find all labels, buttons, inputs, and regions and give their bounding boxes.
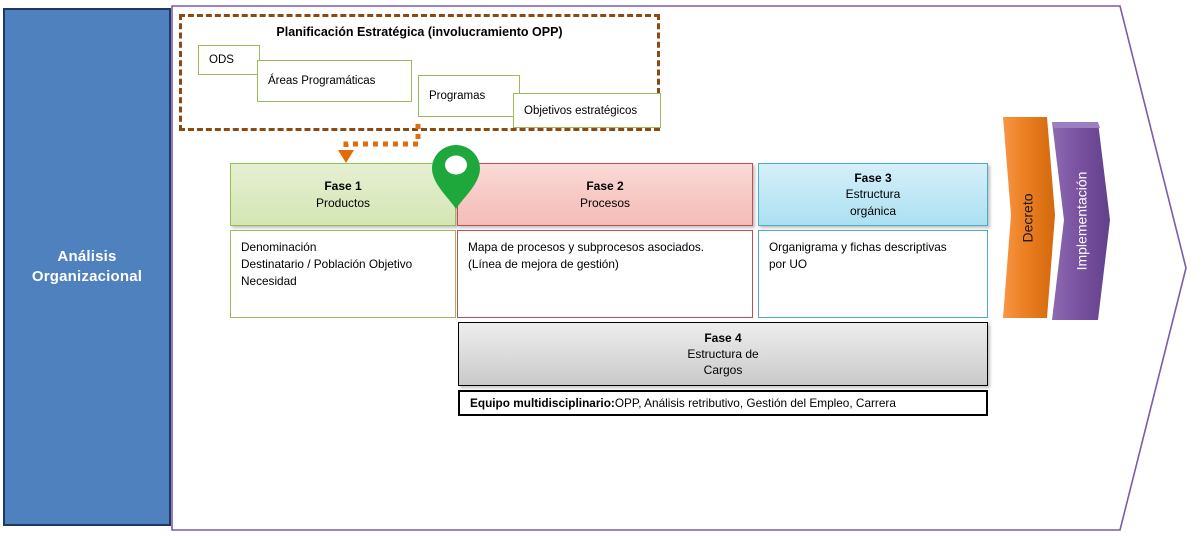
fase-2-detail-line-2: (Línea de mejora de gestión) — [468, 257, 619, 272]
chip-ods-label: ODS — [209, 54, 234, 66]
decreto-label: Decreto — [1020, 192, 1036, 243]
planificacion-estrategica-group: Planificación Estratégica (involucramien… — [179, 14, 661, 131]
chip-areas-programaticas[interactable]: Áreas Programáticas — [257, 60, 412, 102]
implementacion-chevron[interactable] — [1048, 120, 1114, 322]
analisis-organizacional-label: Análisis Organizacional — [32, 247, 142, 288]
fase-2-header[interactable]: Fase 2 Procesos — [457, 163, 753, 226]
fase-1-detail-line-2: Destinatario / Población Objetivo — [241, 257, 413, 272]
fase-4-header[interactable]: Fase 4 Estructura de Cargos — [458, 322, 988, 386]
fase-3-subtitle-line-2: orgánica — [849, 203, 897, 218]
fase-1-title: Fase 1 — [324, 179, 362, 194]
fase-4-subtitle-line-1: Estructura de — [687, 346, 759, 361]
fase-1-detail-line-1: Denominación — [241, 240, 317, 254]
chip-areas-programaticas-label: Áreas Programáticas — [268, 75, 376, 87]
fase-2-subtitle: Procesos — [579, 195, 631, 210]
chip-objetivos-estrategicos-label: Objetivos estratégicos — [524, 104, 638, 117]
implementacion-label-wrap: Implementación — [1048, 120, 1114, 322]
fase-3-title: Fase 3 — [854, 171, 892, 186]
analisis-organizacional-panel: Análisis Organizacional — [3, 8, 171, 526]
fase-3-subtitle-line-1: Estructura — [845, 187, 901, 202]
chip-programas[interactable]: Programas — [418, 75, 520, 117]
fase-3-detail: Organigrama y fichas descriptivas por UO — [758, 230, 988, 318]
equipo-multidisciplinario-bar: Equipo multidisciplinario: OPP, Análisis… — [458, 390, 988, 416]
fase-1-header[interactable]: Fase 1 Productos — [230, 163, 456, 226]
fase-2-title: Fase 2 — [586, 179, 624, 194]
map-pin-icon — [430, 143, 482, 211]
dotted-arrow-down-icon — [330, 120, 440, 165]
fase-2-detail-line-1: Mapa de procesos y subprocesos asociados… — [468, 240, 705, 254]
fase-1-detail: Denominación Destinatario / Población Ob… — [230, 230, 456, 318]
outer-process-chevron — [170, 4, 1200, 532]
chip-ods[interactable]: ODS — [198, 45, 260, 75]
decreto-chevron[interactable] — [997, 115, 1059, 320]
panel-line-1: Análisis — [57, 247, 117, 265]
fase-2-detail: Mapa de procesos y subprocesos asociados… — [457, 230, 753, 318]
fase-3-detail-line-1: Organigrama y fichas descriptivas — [769, 240, 947, 254]
planificacion-estrategica-title: Planificación Estratégica (involucramien… — [276, 25, 563, 39]
chip-programas-label: Programas — [429, 90, 486, 102]
fase-3-detail-line-2: por UO — [769, 257, 808, 272]
fase-3-header[interactable]: Fase 3 Estructura orgánica — [758, 163, 988, 226]
panel-line-2: Organizacional — [31, 268, 143, 285]
fase-1-detail-line-3: Necesidad — [241, 274, 297, 289]
implementacion-label: Implementación — [1073, 171, 1090, 271]
fase-4-title: Fase 4 — [704, 330, 742, 345]
fase-1-subtitle: Productos — [315, 195, 371, 210]
equipo-label-bold: Equipo multidisciplinario: — [470, 396, 615, 410]
chip-objetivos-estrategicos[interactable]: Objetivos estratégicos — [513, 93, 661, 128]
fase-4-subtitle-line-2: Cargos — [703, 363, 743, 378]
equipo-label-rest: OPP, Análisis retributivo, Gestión del E… — [614, 396, 896, 410]
